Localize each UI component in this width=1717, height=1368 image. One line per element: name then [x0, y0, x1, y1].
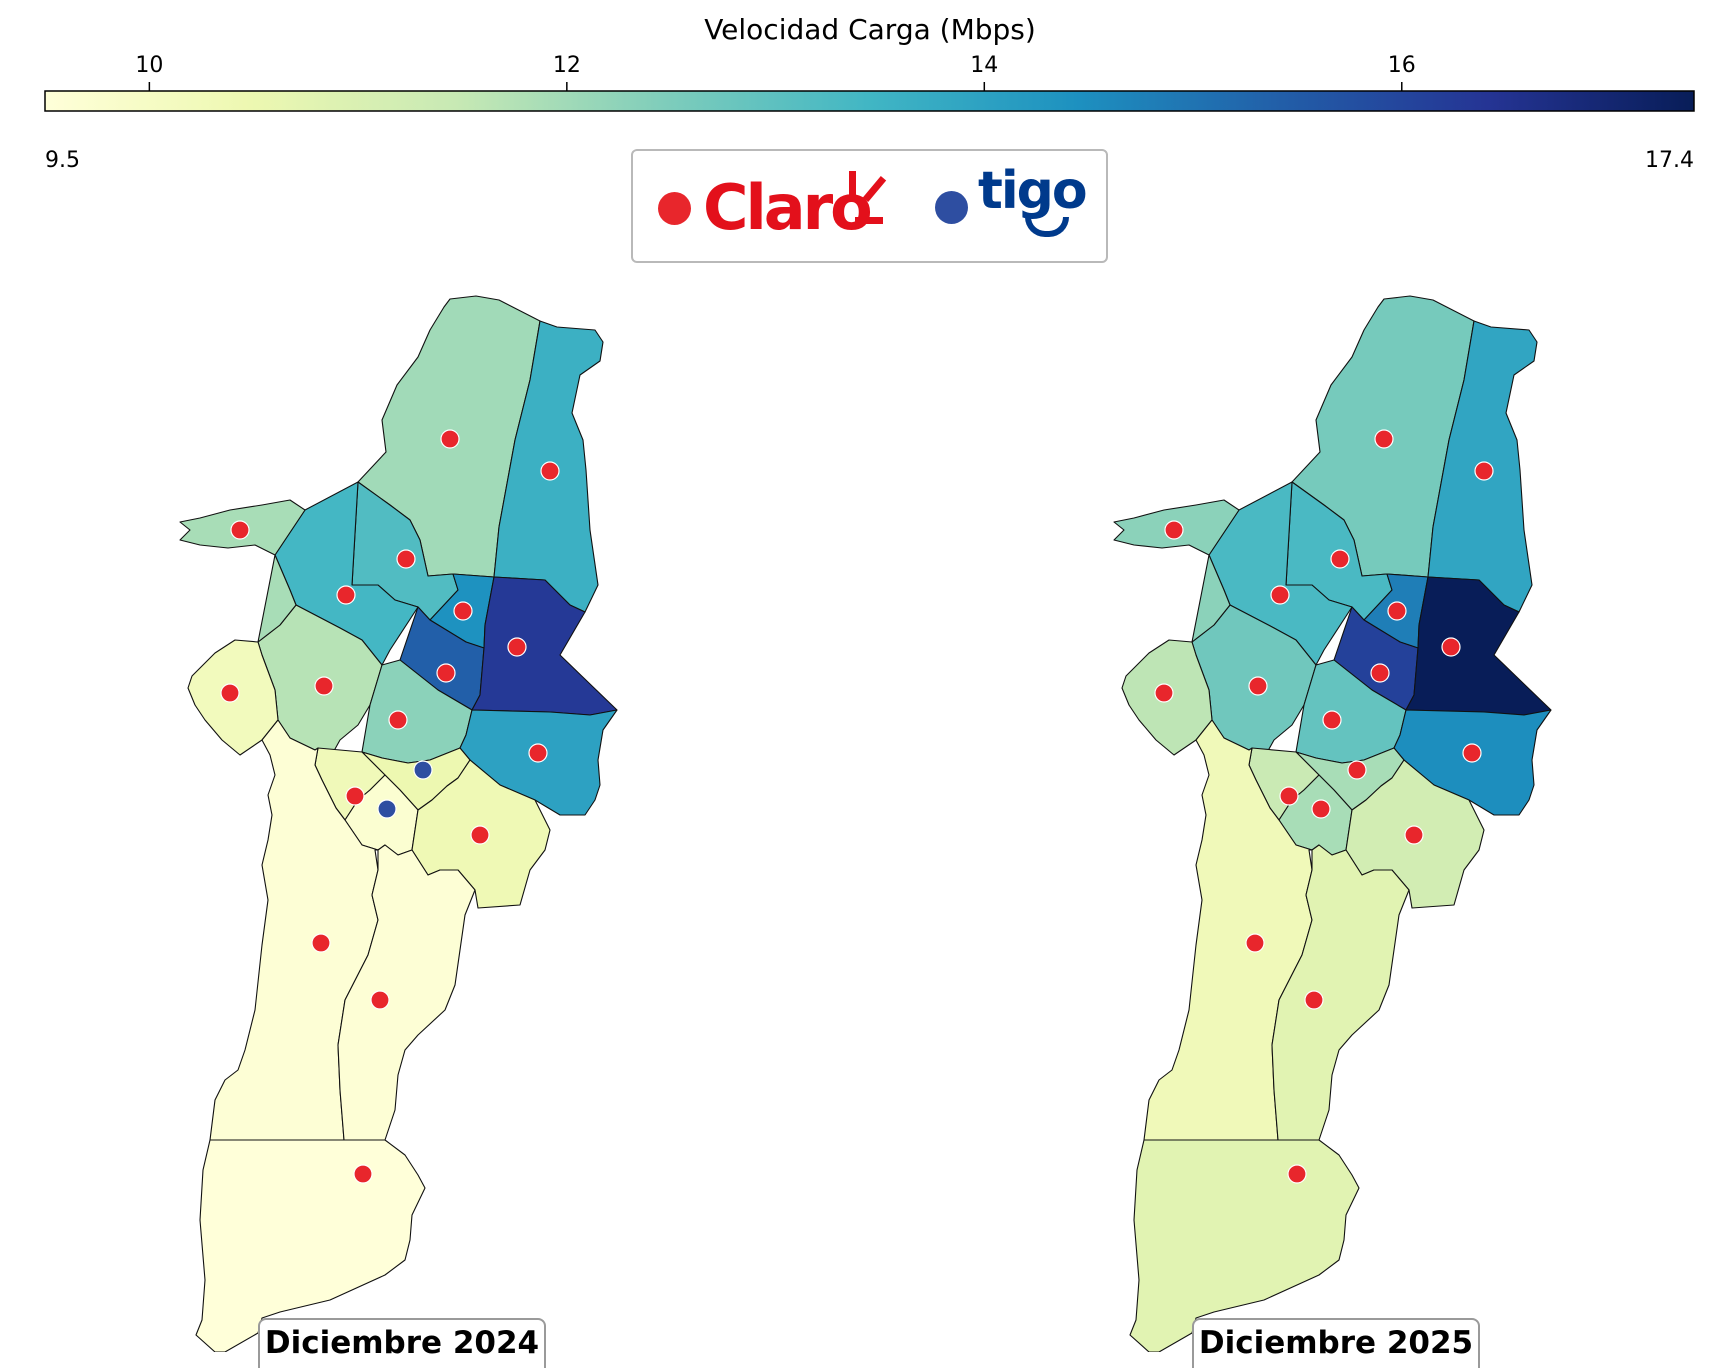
winner-marker-r19: [1287, 1164, 1307, 1184]
winner-marker-r19: [353, 1164, 373, 1184]
winner-marker-r07: [1441, 637, 1461, 657]
winner-marker-r09: [1322, 710, 1342, 730]
winner-marker-r05: [453, 601, 473, 621]
map-diciembre-2025: [1113, 295, 1552, 1352]
colorbar-ticks: 10 12 14 16: [135, 53, 1416, 91]
winner-marker-r10: [230, 520, 250, 540]
winner-marker-r05: [1387, 601, 1407, 621]
map-region-r19: [195, 1139, 426, 1352]
winner-marker-r16: [1404, 825, 1424, 845]
colorbar-tick-label: 10: [135, 53, 163, 78]
winner-marker-r04: [336, 585, 356, 605]
winner-marker-r06: [1370, 663, 1390, 683]
map-region-r18: [337, 844, 476, 1141]
winner-marker-r03: [1330, 549, 1350, 569]
winner-marker-r06: [436, 663, 456, 683]
winner-marker-r07: [507, 637, 527, 657]
map-region-r07: [1405, 576, 1552, 716]
colorbar-min-label: 9.5: [45, 148, 80, 173]
winner-marker-r18: [370, 990, 390, 1010]
claro-logo-accent: [849, 171, 856, 197]
map-region-r07: [471, 576, 618, 716]
winner-marker-r02: [1474, 461, 1494, 481]
winner-marker-r15: [1311, 799, 1331, 819]
winner-marker-r14: [1279, 786, 1299, 806]
map-title-diciembre-2024: Diciembre 2024: [258, 1318, 546, 1368]
winner-marker-r16: [470, 825, 490, 845]
map-region-r18: [1271, 844, 1410, 1141]
tigo-logo: tigo: [978, 161, 1088, 221]
colorbar: [44, 90, 1695, 112]
winner-marker-r08: [314, 676, 334, 696]
map-diciembre-2024: [179, 295, 618, 1352]
map-region-r10: [179, 499, 306, 643]
winner-marker-r02: [540, 461, 560, 481]
winner-marker-r08: [1248, 676, 1268, 696]
winner-marker-r14: [345, 786, 365, 806]
winner-marker-r17: [1245, 933, 1265, 953]
winner-marker-r04: [1270, 585, 1290, 605]
claro-logo-accent: [855, 217, 883, 224]
winner-marker-r11: [1154, 683, 1174, 703]
colorbar-max-label: 17.4: [1645, 148, 1694, 173]
colorbar-tick-label: 12: [553, 53, 581, 78]
map-region-r10: [1113, 499, 1240, 643]
claro-marker-swatch: [658, 192, 691, 225]
tigo-logo-smile: [1025, 217, 1069, 237]
winner-marker-r03: [396, 549, 416, 569]
claro-logo: Claro: [703, 171, 873, 244]
winner-marker-r18: [1304, 990, 1324, 1010]
map-region-r19: [1129, 1139, 1360, 1352]
tigo-marker-swatch: [935, 191, 968, 224]
colorbar-title: Velocidad Carga (Mbps): [704, 13, 1036, 46]
winner-marker-r10: [1164, 520, 1184, 540]
winner-marker-r01: [1374, 429, 1394, 449]
winner-marker-r09: [388, 710, 408, 730]
colorbar-tick-label: 14: [970, 53, 998, 78]
winner-marker-r13: [413, 760, 433, 780]
winner-marker-r12: [1462, 743, 1482, 763]
winner-marker-r17: [311, 933, 331, 953]
winner-marker-r11: [220, 683, 240, 703]
winner-marker-r15: [377, 799, 397, 819]
colorbar-tick-label: 16: [1388, 53, 1416, 78]
winner-marker-r01: [440, 429, 460, 449]
winner-marker-r12: [528, 743, 548, 763]
winner-marker-r13: [1347, 760, 1367, 780]
operator-legend: Claro tigo: [631, 149, 1108, 263]
map-title-diciembre-2025: Diciembre 2025: [1192, 1318, 1480, 1368]
